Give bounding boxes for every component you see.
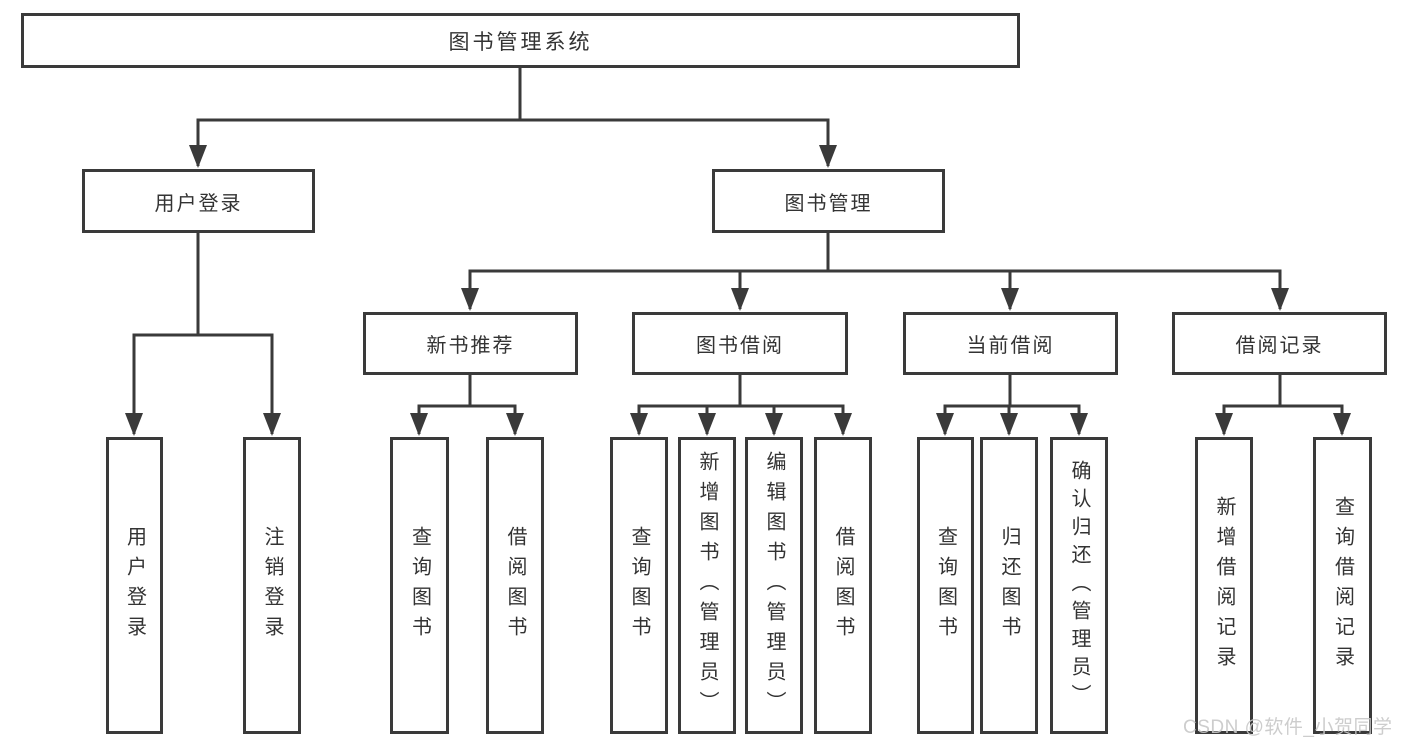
node-root-label: 图书管理系统: [448, 30, 593, 54]
leaf-query-borrow-record: 查询借阅记录: [1313, 437, 1372, 734]
node-new-book-recommend-label: 新书推荐: [426, 335, 515, 357]
node-borrow-records-label: 借阅记录: [1235, 335, 1324, 357]
leaf-return-books: 归还图书: [980, 437, 1038, 734]
leaf-query-books-3: 查询图书: [917, 437, 974, 734]
connector-user-login-trunk: [132, 233, 274, 337]
leaf-user-login: 用户登录: [106, 437, 163, 734]
leaf-query-books-1: 查询图书: [390, 437, 449, 734]
leaf-query-borrow-record-label: 查询借阅记录: [1331, 495, 1354, 676]
node-book-management: 图书管理: [712, 169, 945, 233]
leaf-borrow-books-1: 借阅图书: [486, 437, 544, 734]
leaf-borrow-books-2: 借阅图书: [814, 437, 872, 734]
leaf-add-books-admin: 新增图书（管理员）: [678, 437, 736, 734]
leaf-edit-books-admin-label: 编辑图书（管理员）: [763, 450, 785, 721]
connector-current-borrow-trunk: [943, 375, 1081, 408]
node-new-book-recommend: 新书推荐: [363, 312, 578, 375]
leaf-logout: 注销登录: [243, 437, 301, 734]
connector-book-management-trunk: [468, 233, 1282, 273]
leaf-query-books-2: 查询图书: [610, 437, 668, 734]
leaf-borrow-books-1-label: 借阅图书: [504, 525, 526, 646]
leaf-confirm-return-admin: 确认归还（管理员）: [1050, 437, 1108, 734]
node-borrow-records: 借阅记录: [1172, 312, 1387, 375]
leaf-add-borrow-record: 新增借阅记录: [1195, 437, 1253, 734]
leaf-user-login-label: 用户登录: [123, 525, 146, 646]
connector-book-borrow-trunk: [637, 375, 845, 408]
node-current-borrow: 当前借阅: [903, 312, 1118, 375]
leaf-query-books-3-label: 查询图书: [934, 525, 957, 646]
leaf-borrow-books-2-label: 借阅图书: [832, 525, 854, 646]
leaf-query-books-1-label: 查询图书: [408, 525, 431, 646]
leaf-query-books-2-label: 查询图书: [628, 525, 650, 646]
connector-new-book-trunk: [417, 375, 517, 408]
node-book-management-label: 图书管理: [784, 192, 873, 215]
leaf-add-books-admin-label: 新增图书（管理员）: [696, 450, 718, 721]
leaf-logout-label: 注销登录: [261, 525, 283, 646]
node-current-borrow-label: 当前借阅: [966, 335, 1055, 357]
csdn-watermark: CSDN @软件_小贺同学: [1183, 717, 1393, 738]
leaf-return-books-label: 归还图书: [998, 525, 1020, 646]
leaf-edit-books-admin: 编辑图书（管理员）: [745, 437, 803, 734]
node-book-borrow-label: 图书借阅: [696, 335, 784, 357]
node-book-borrow: 图书借阅: [632, 312, 848, 375]
leaf-confirm-return-admin-label: 确认归还（管理员）: [1068, 459, 1090, 712]
node-root: 图书管理系统: [21, 13, 1020, 68]
node-user-login: 用户登录: [82, 169, 315, 233]
connector-root-trunk: [196, 68, 830, 122]
leaf-add-borrow-record-label: 新增借阅记录: [1213, 495, 1235, 676]
node-user-login-label: 用户登录: [154, 192, 243, 215]
connector-borrow-records-trunk: [1222, 375, 1344, 408]
